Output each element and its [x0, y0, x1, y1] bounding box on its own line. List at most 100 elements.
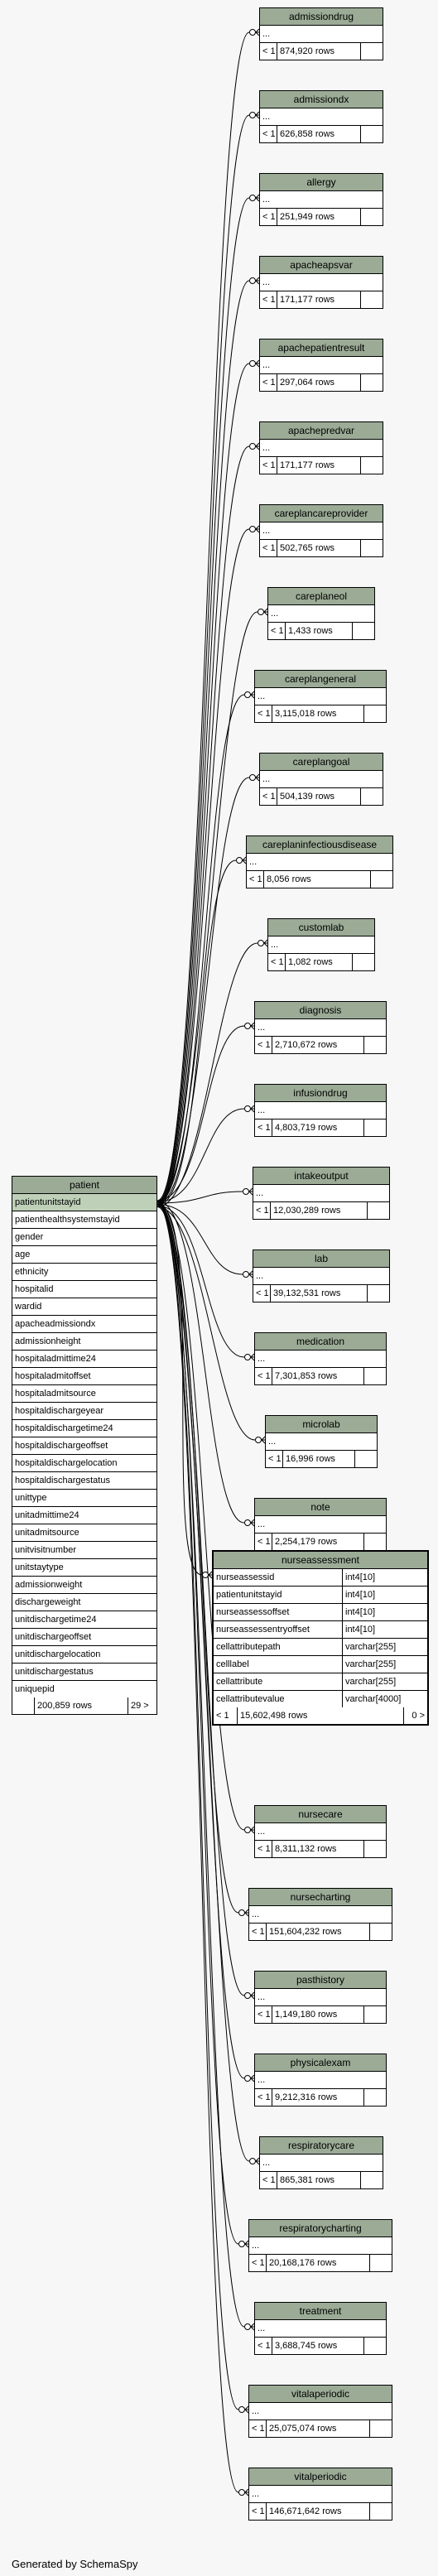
stats-prefix: < 1 — [262, 46, 276, 56]
column-row: wardid — [12, 1298, 156, 1316]
column-placeholder: ... — [255, 1019, 386, 1037]
column-type: int4[10] — [342, 1569, 427, 1586]
column-row: hospitaladmitoffset — [12, 1368, 156, 1385]
table-name: customlab — [268, 919, 374, 937]
column-row: hospitaldischargetime24 — [12, 1420, 156, 1437]
relationship-line — [156, 280, 250, 1205]
column-placeholder: ... — [249, 2237, 392, 2255]
relationship-line — [156, 1202, 239, 1914]
column-name: nurseassessentryoffset — [216, 1625, 310, 1635]
column-name: nurseassessid — [216, 1572, 275, 1582]
placeholder-label: ... — [258, 1827, 266, 1837]
column-placeholder: ... — [255, 2320, 386, 2338]
optional-marker — [243, 1271, 249, 1278]
column-name: unitstaytype — [15, 1562, 64, 1572]
column-placeholder: ... — [253, 1268, 389, 1285]
crows-foot-marker — [255, 28, 260, 36]
table-name: nurseassessment — [214, 1552, 427, 1569]
stats-prefix: < 1 — [262, 129, 276, 139]
table-name: respiratorycare — [260, 2137, 383, 2155]
column-row: apacheadmissiondx — [12, 1316, 156, 1333]
relationship-line — [156, 1200, 239, 2245]
relationship-line — [156, 1206, 250, 2162]
row-count: 626,858 rows — [277, 126, 360, 142]
relationship-line — [156, 1204, 203, 1576]
column-placeholder: ... — [255, 1823, 386, 1841]
table-name: apachepatientresult — [260, 339, 383, 357]
column-row: hospitaldischargestatus — [12, 1472, 156, 1490]
column-row: hospitaladmitsource — [12, 1385, 156, 1403]
crows-foot-marker — [250, 1826, 255, 1834]
row-count: 7,301,853 rows — [272, 1368, 363, 1384]
stats-prefix: < 1 — [252, 2424, 265, 2434]
child-count-cell — [363, 705, 386, 722]
row-count: 1,082 rows — [285, 954, 352, 970]
optional-marker — [244, 1354, 251, 1360]
crows-foot-marker — [244, 2488, 249, 2497]
table-name: careplangoal — [260, 754, 383, 771]
column-name: admissionheight — [15, 1336, 81, 1346]
row-count: 3,688,745 rows — [272, 2338, 363, 2354]
column-placeholder: ... — [260, 771, 383, 788]
row-count: 3,115,018 rows — [272, 705, 363, 722]
crows-foot-marker — [250, 2323, 255, 2331]
crows-foot-marker — [250, 2074, 255, 2082]
relationship-line — [156, 1204, 245, 1996]
placeholder-label: ... — [262, 112, 271, 122]
column-row: admissionheight — [12, 1333, 156, 1351]
child-count-cell — [369, 1924, 392, 1940]
column-name: age — [15, 1249, 31, 1259]
child-count-cell — [369, 2420, 392, 2437]
stats-prefix: < 1 — [252, 2506, 265, 2516]
stats-prefix: < 1 — [258, 709, 271, 719]
optional-marker — [238, 1909, 245, 1916]
column-name: hospitaldischargeyear — [15, 1406, 104, 1416]
column-row: unitstaytype — [12, 1559, 156, 1577]
column-name: hospitaldischargeoffset — [15, 1441, 108, 1451]
optional-marker — [249, 443, 256, 450]
column-name: hospitaldischargestatus — [15, 1476, 110, 1485]
placeholder-label: ... — [262, 2158, 271, 2168]
table-name: lab — [253, 1250, 389, 1268]
column-type: int4[10] — [342, 1604, 427, 1620]
column-placeholder: ... — [255, 1516, 386, 1534]
row-count: 39,132,531 rows — [270, 1285, 367, 1302]
